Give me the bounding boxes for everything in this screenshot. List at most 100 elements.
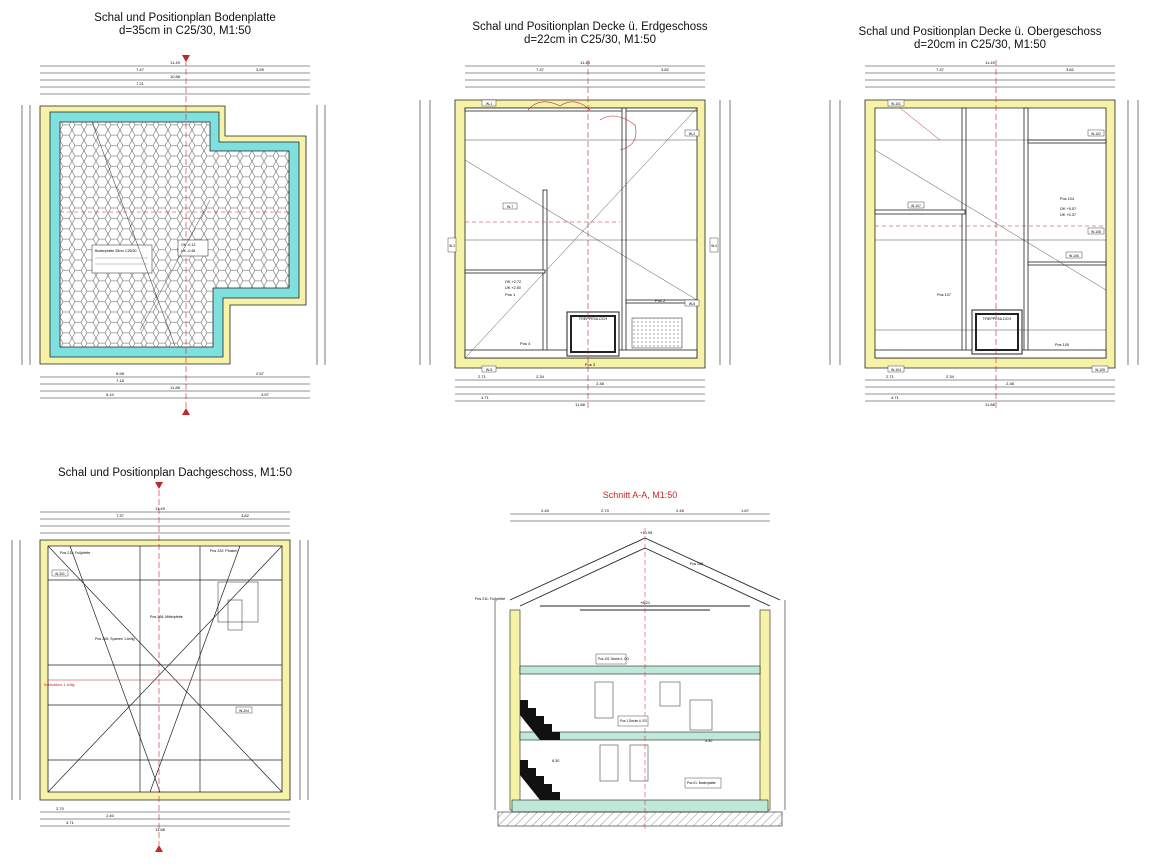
erdgeschoss-w3: W-3 [449,244,455,248]
plan-dachgeschoss: 11.49 7.37 3.82 [11,482,309,852]
obergeschoss-treppenloch-label: TREPPENLOCH [983,317,1012,321]
title-obergeschoss-line1: Schal und Positionplan Decke ü. Obergesc… [858,26,1102,38]
dachgeschoss-dim-top-2: 3.82 [241,513,250,518]
schnitt-dim-top-3: 1.67 [741,508,750,513]
erdgeschoss-w1: W-1 [486,102,492,106]
schnitt-slab-base [511,799,769,813]
erdgeschoss-uk: UK +2.50 [505,286,521,290]
schnitt-dim-top-2: 2.45 [676,508,685,513]
erdgeschoss-treppenloch-label: TREPPENLOCH [579,317,608,321]
obergeschoss-dim-bottom-4: 11.88 [985,402,995,407]
bodenplatte-uk: UK -0.48 [181,249,195,253]
obergeschoss-w101: W-101 [891,102,901,106]
obergeschoss-pos104: Pos 104 [1060,197,1074,201]
erdgeschoss-w4: W-4 [711,244,717,248]
title-obergeschoss: Schal und Positionplan Decke ü. Obergesc… [840,26,1120,52]
bodenplatte-dim-bottom-2: 7.18 [116,378,125,383]
section-a-a: 2.45 2.70 2.45 1.67 +10.95 +8.21 [475,508,786,830]
dachgeschoss-w201: W-201 [55,572,65,576]
title-schnitt: Schnitt A-A, M1:50 [580,489,700,502]
erdgeschoss-pos4: Pos 4 [520,341,531,346]
bodenplatte-dim-top-4: 10.88 [170,74,181,79]
erdgeschoss-treppenloch [566,311,620,357]
obergeschoss-w106: W-106 [1069,254,1079,258]
schnitt-stair-upper [520,700,560,740]
erdgeschoss-dim-bottom-3: 4.71 [481,395,490,400]
obergeschoss-pos105: Pos 105 [1055,343,1069,347]
schnitt-dim-top-0: 2.45 [541,508,550,513]
obergeschoss-dim-bottom-1: 2.34 [946,374,955,379]
bodenplatte-note-slab: Bodenplatte 35cm C25/30 [95,249,137,253]
bodenplatte-dim-top [40,65,310,95]
erdgeschoss-ok: OK +2.72 [505,280,521,284]
title-dachgeschoss: Schal und Positionplan Dachgeschoss, M1:… [45,467,305,480]
title-schnitt-line1: Schnitt A-A, M1:50 [602,490,678,500]
obergeschoss-w108: W-108 [1091,230,1101,234]
erdgeschoss-dim-top-2: 3.82 [661,67,670,72]
erdgeschoss-pos2: Pos 2 [655,298,666,303]
obergeschoss-pos107: Pos 107 [937,293,951,297]
schnitt-roof [509,537,781,611]
erdgeschoss-dim-top-0: 11.49 [580,60,590,65]
obergeschoss-w107: W-107 [911,204,921,208]
schnitt-dim-top-1: 2.70 [601,508,610,513]
title-obergeschoss-line2: d=20cm in C25/30, M1:50 [913,39,1046,51]
schnitt-slab-eg [519,731,761,741]
bodenplatte-dim-bottom-0: 6.98 [116,371,125,376]
bodenplatte-dim-bottom-5: 3.57 [261,392,270,397]
schnitt-slab-og [519,665,761,675]
dachgeschoss-note-kehlbalken: Kehlbalken, 1-teilig [44,683,74,687]
erdgeschoss-dim-bottom-0: 2.71 [478,374,487,379]
schnitt-note-pos205: Pos 205 [690,562,703,566]
obergeschoss-dim-bottom-0: 2.71 [886,374,895,379]
dachgeschoss-dim-top-1: 7.37 [116,513,125,518]
schnitt-note-pos1: Pos 1 Decke ü. EG [620,719,648,723]
title-erdgeschoss-line2: d=22cm in C25/30, M1:50 [523,34,656,46]
schnitt-level-top: +10.95 [640,530,653,535]
plan-obergeschoss: 11.49 7.37 3.82 TREPPENLOCH [829,60,1139,410]
title-bodenplatte-line1: Schal und Positionplan Bodenplatte [94,12,276,24]
title-erdgeschoss: Schal und Positionplan Decke ü. Erdgesch… [440,21,740,47]
obergeschoss-ok: OK +5.57 [1060,207,1076,211]
erdgeschoss-pos1: Pos 1 [505,292,516,297]
erdgeschoss-dim-top-1: 7.37 [536,67,545,72]
bodenplatte-ok: OK -0.13 [181,243,195,247]
title-bodenplatte-line2: d=35cm in C25/30, M1:50 [118,25,251,37]
erdgeschoss-w5: W-5 [486,368,492,372]
erdgeschoss-dim-bottom-1: 2.34 [536,374,545,379]
bodenplatte-hatch [60,122,289,347]
obergeschoss-w104: W-104 [891,368,901,372]
schnitt-note-pos101: Pos 101 Decke ü. OG [598,657,630,661]
bodenplatte-dim-bottom-4: 6.10 [106,392,115,397]
bodenplatte-dim-top-2: 3.99 [256,67,265,72]
dachgeschoss-dim-bottom-1: 2.40 [106,813,115,818]
bodenplatte-dim-bottom-3: 11.88 [170,385,180,390]
bodenplatte-dim-top-1: 7.47 [136,67,145,72]
erdgeschoss-w6: W-6 [689,302,695,306]
obergeschoss-uk: UK +5.37 [1060,213,1076,217]
axis-marker-top-icon [182,55,190,62]
schnitt-note-fusspfette: Pos 211: Fußpfette [475,597,505,601]
plan-erdgeschoss: 11.49 7.37 3.82 [419,60,731,410]
title-dachgeschoss-line1: Schal und Positionplan Dachgeschoss, M1:… [58,467,292,479]
dachgeschoss-note-pfosten: Pos 220: Pfosten [210,549,237,553]
obergeschoss-dim-top-1: 7.37 [936,67,945,72]
dachgeschoss-note-fusspfette: Pos 211: Fußpfette [60,551,90,555]
erdgeschoss-w7: W-7 [507,205,513,209]
obergeschoss-dim-top-0: 11.49 [985,60,995,65]
dachgeschoss-dim-bottom-2: 4.71 [66,820,75,825]
obergeschoss-dim-bottom-2: 2.38 [1006,381,1015,386]
dachgeschoss-dim-bottom-0: 2.70 [56,806,65,811]
bodenplatte-dim-top-0: 11.49 [170,60,180,65]
dachgeschoss-w204: W-204 [239,709,249,713]
plan-bodenplatte: 11.49 7.47 3.99 7.21 10.88 Bo [21,55,326,415]
erdgeschoss-pos3: Pos 3 [585,362,596,367]
schnitt-level-kehl: +8.21 [640,600,651,605]
dachgeschoss-dim-top-0: 11.49 [155,506,165,511]
dachgeschoss-note-sparren: Pos 205: Sparren 1-teilig [95,637,135,641]
title-erdgeschoss-line1: Schal und Positionplan Decke ü. Erdgesch… [472,21,708,33]
obergeschoss-w105: W-105 [1095,368,1105,372]
obergeschoss-treppenloch [971,309,1023,355]
schnitt-note-pos01: Pos 01: Bodenplatte [687,781,716,785]
